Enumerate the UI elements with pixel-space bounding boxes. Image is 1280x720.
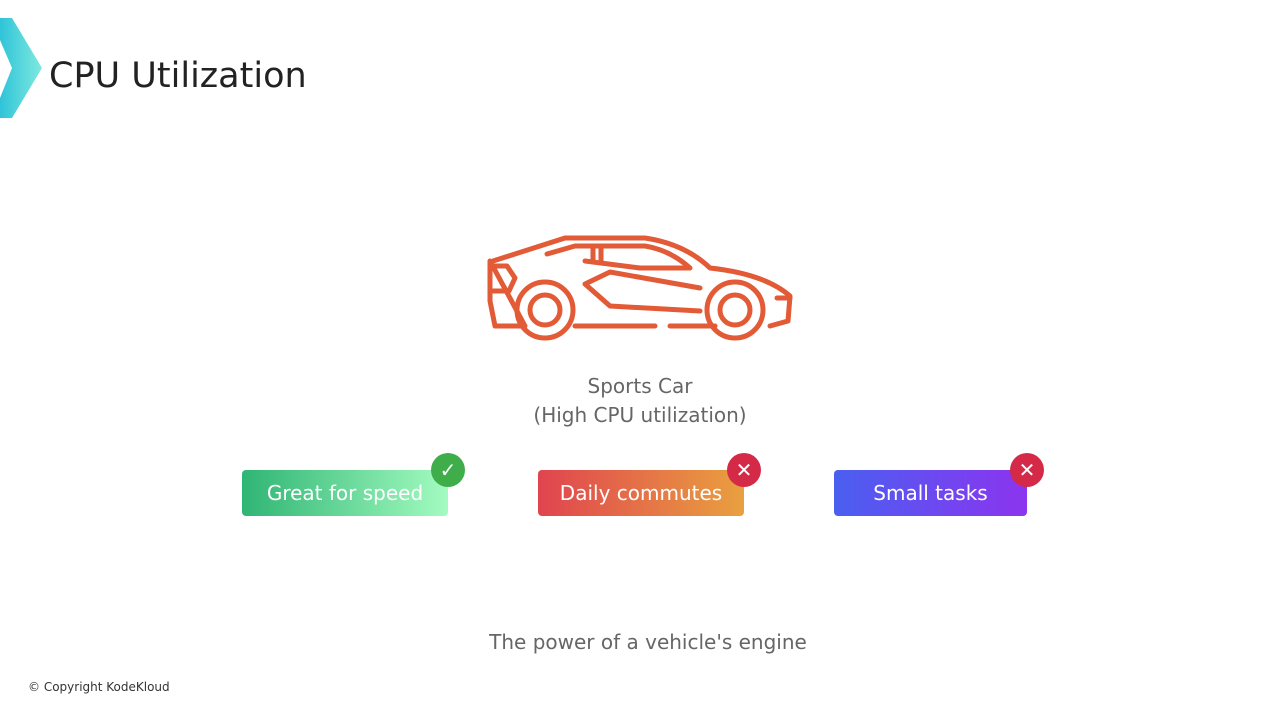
- tag-small-tasks: Small tasks: [834, 470, 1027, 516]
- image-label: Sports Car: [587, 374, 693, 398]
- copyright: © Copyright KodeKloud: [28, 680, 170, 694]
- x-icon: ✕: [1010, 453, 1044, 487]
- tag-great-for-speed: Great for speed: [242, 470, 448, 516]
- tag-label: Great for speed: [266, 481, 424, 505]
- page-title: CPU Utilization: [49, 56, 307, 96]
- image-sublabel: (High CPU utilization): [533, 403, 747, 427]
- logo-chevron-icon: [0, 18, 42, 118]
- tag-label: Small tasks: [873, 481, 988, 505]
- subtitle: The power of a vehicle's engine: [489, 630, 807, 654]
- check-icon: ✓: [431, 453, 465, 487]
- tag-label: Daily commutes: [559, 481, 723, 505]
- x-icon: ✕: [727, 453, 761, 487]
- sports-car-icon: [487, 235, 793, 341]
- tag-daily-commutes: Daily commutes: [538, 470, 744, 516]
